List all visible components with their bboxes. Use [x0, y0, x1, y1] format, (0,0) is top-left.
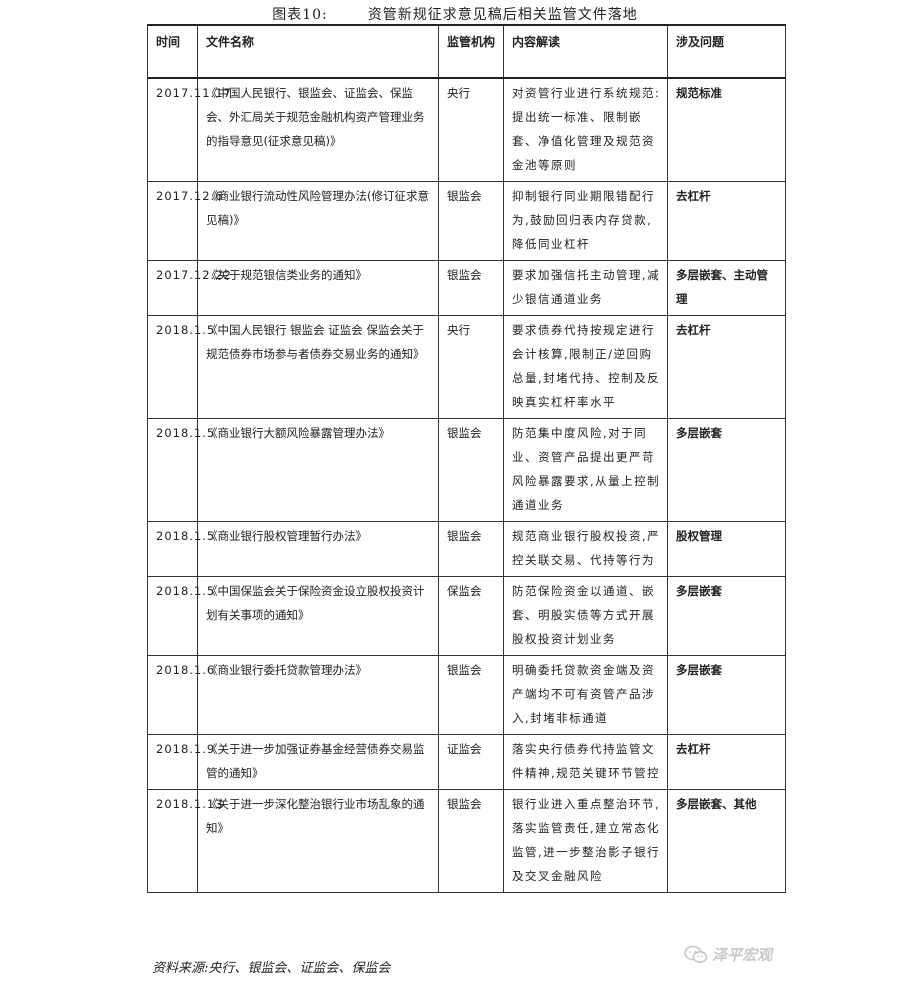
cell-issue: 多层嵌套、其他 [667, 789, 786, 893]
table-row: 2018.1.5 《中国保监会关于保险资金设立股权投资计划有关事项的通知》 保监… [147, 576, 786, 656]
cell-name: 《中国人民银行、银监会、证监会、保监会、外汇局关于规范金融机构资产管理业务的指导… [197, 77, 439, 182]
table-row: 2017.11.17 《中国人民银行、银监会、证监会、保监会、外汇局关于规范金融… [147, 77, 786, 182]
cell-issue: 去杠杆 [667, 181, 786, 261]
cell-date: 2017.12.6 [147, 181, 223, 261]
figure-number: 图表10: [272, 7, 328, 23]
cell-agency: 银监会 [438, 418, 504, 522]
cell-agency: 央行 [438, 315, 504, 419]
watermark: 泽平宏观 [684, 944, 772, 965]
cell-name: 《关于规范银信类业务的通知》 [197, 260, 439, 316]
table-row: 2018.1.5 《商业银行股权管理暂行办法》 银监会 规范商业银行股权投资,严… [147, 521, 786, 577]
header-agency: 监管机构 [438, 24, 504, 79]
table-row: 2018.1.13 《关于进一步深化整治银行业市场乱象的通知》 银监会 银行业进… [147, 789, 786, 893]
watermark-text: 泽平宏观 [712, 946, 773, 964]
cell-issue: 去杠杆 [667, 315, 786, 419]
cell-issue: 股权管理 [667, 521, 786, 577]
wechat-icon [684, 945, 708, 965]
cell-agency: 央行 [438, 77, 504, 182]
cell-agency: 保监会 [438, 576, 504, 656]
cell-date: 2018.1.5 [147, 576, 214, 656]
table-header-row: 时间 文件名称 监管机构 内容解读 涉及问题 [147, 24, 786, 79]
cell-content: 防范保险资金以通道、嵌套、明股实债等方式开展股权投资计划业务 [503, 576, 668, 656]
page-title: 图表10: 资管新规征求意见稿后相关监管文件落地 [0, 4, 910, 24]
header-name: 文件名称 [197, 24, 439, 79]
source-note: 资料来源:央行、银监会、证监会、保监会 [152, 961, 391, 976]
cell-agency: 银监会 [438, 521, 504, 577]
cell-content: 抑制银行同业期限错配行为,鼓励回归表内存贷款,降低同业杠杆 [503, 181, 668, 261]
cell-agency: 证监会 [438, 734, 504, 790]
cell-content: 落实央行债券代持监管文件精神,规范关键环节管控 [503, 734, 668, 790]
cell-agency: 银监会 [438, 181, 504, 261]
cell-content: 要求加强信托主动管理,减少银信通道业务 [503, 260, 668, 316]
cell-name: 《商业银行大额风险暴露管理办法》 [197, 418, 439, 522]
cell-issue: 多层嵌套 [667, 655, 786, 735]
table-row: 2018.1.6 《商业银行委托贷款管理办法》 银监会 明确委托贷款资金端及资产… [147, 655, 786, 735]
cell-content: 对资管行业进行系统规范:提出统一标准、限制嵌套、净值化管理及规范资金池等原则 [503, 77, 668, 182]
cell-name: 《商业银行股权管理暂行办法》 [197, 521, 439, 577]
cell-date: 2018.1.5 [147, 418, 214, 522]
cell-name: 《中国人民银行 银监会 证监会 保监会关于规范债券市场参与者债券交易业务的通知》 [197, 315, 439, 419]
cell-name: 《关于进一步加强证券基金经营债券交易监管的通知》 [197, 734, 439, 790]
cell-agency: 银监会 [438, 655, 504, 735]
header-date: 时间 [147, 24, 198, 79]
cell-name: 《中国保监会关于保险资金设立股权投资计划有关事项的通知》 [197, 576, 439, 656]
table-row: 2018.1.5 《中国人民银行 银监会 证监会 保监会关于规范债券市场参与者债… [147, 315, 786, 419]
cell-content: 明确委托贷款资金端及资产端均不可有资管产品涉入,封堵非标通道 [503, 655, 668, 735]
cell-date: 2018.1.5 [147, 521, 214, 577]
table-row: 2017.12.6 《商业银行流动性风险管理办法(修订征求意见稿)》 银监会 抑… [147, 181, 786, 261]
cell-content: 要求债券代持按规定进行会计核算,限制正/逆回购总量,封堵代持、控制及反映真实杠杆… [503, 315, 668, 419]
table-row: 2018.1.9 《关于进一步加强证券基金经营债券交易监管的通知》 证监会 落实… [147, 734, 786, 790]
cell-agency: 银监会 [438, 260, 504, 316]
regulation-table: 时间 文件名称 监管机构 内容解读 涉及问题 2017.11.17 《中国人民银… [147, 24, 786, 893]
cell-content: 规范商业银行股权投资,严控关联交易、代持等行为 [503, 521, 668, 577]
cell-date: 2018.1.6 [147, 655, 214, 735]
header-issue: 涉及问题 [667, 24, 786, 79]
cell-content: 银行业进入重点整治环节,落实监管责任,建立常态化监管,进一步整治影子银行及交叉金… [503, 789, 668, 893]
cell-issue: 多层嵌套 [667, 576, 786, 656]
header-content: 内容解读 [503, 24, 668, 79]
cell-issue: 规范标准 [667, 77, 786, 182]
cell-issue: 多层嵌套、主动管理 [667, 260, 786, 316]
cell-date: 2018.1.13 [147, 789, 223, 893]
cell-date: 2018.1.9 [147, 734, 214, 790]
figure-title: 资管新规征求意见稿后相关监管文件落地 [367, 7, 638, 23]
cell-content: 防范集中度风险,对于同业、资管产品提出更严苛风险暴露要求,从量上控制通道业务 [503, 418, 668, 522]
cell-issue: 去杠杆 [667, 734, 786, 790]
table-row: 2017.12.22 《关于规范银信类业务的通知》 银监会 要求加强信托主动管理… [147, 260, 786, 316]
cell-agency: 银监会 [438, 789, 504, 893]
cell-date: 2018.1.5 [147, 315, 214, 419]
cell-date: 2017.11.17 [147, 77, 231, 182]
table-row: 2018.1.5 《商业银行大额风险暴露管理办法》 银监会 防范集中度风险,对于… [147, 418, 786, 522]
cell-name: 《关于进一步深化整治银行业市场乱象的通知》 [197, 789, 439, 893]
cell-name: 《商业银行流动性风险管理办法(修订征求意见稿)》 [197, 181, 439, 261]
cell-issue: 多层嵌套 [667, 418, 786, 522]
cell-name: 《商业银行委托贷款管理办法》 [197, 655, 439, 735]
cell-date: 2017.12.22 [147, 260, 231, 316]
